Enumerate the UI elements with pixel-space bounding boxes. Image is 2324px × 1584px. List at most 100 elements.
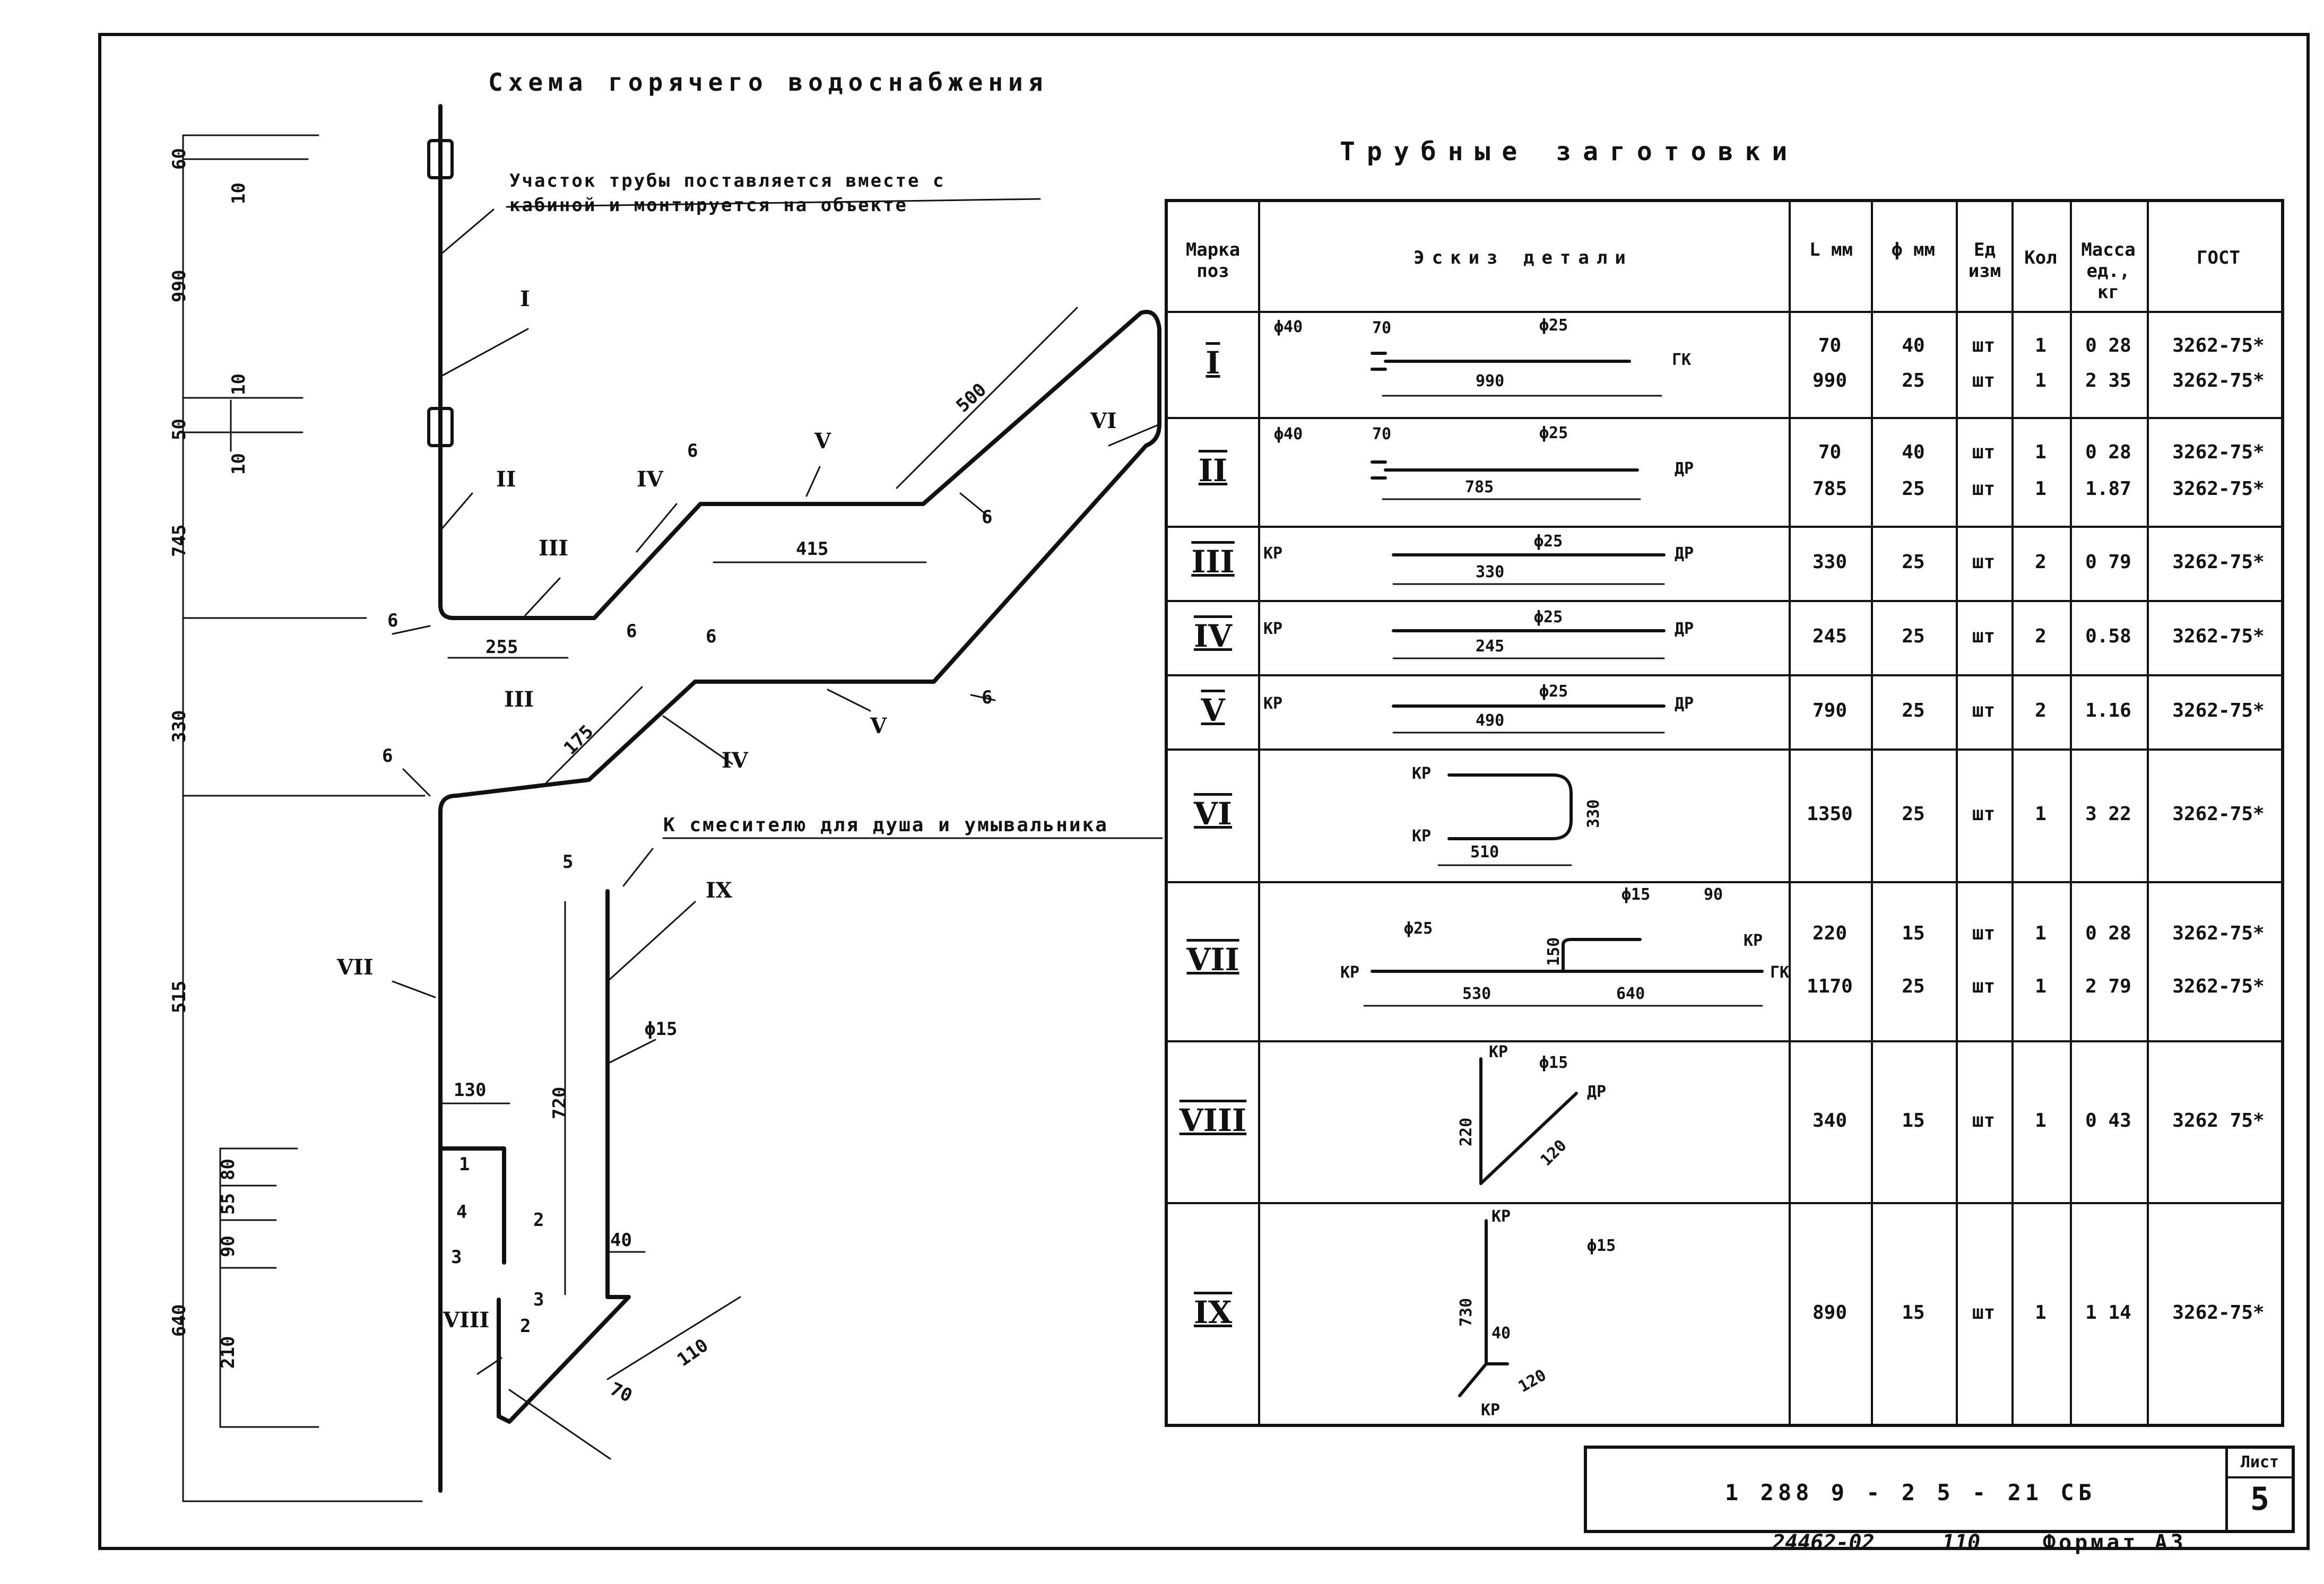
drawing-frame (98, 33, 2310, 1550)
dim-80: 80 (218, 1159, 239, 1180)
note-line-1: Участок трубы поставляется вместе с (509, 170, 946, 192)
cell-gost: 3262-75* (2172, 1302, 2265, 1324)
cell-q: 2 (2035, 551, 2046, 573)
sk-VII-e: КР (1744, 932, 1763, 950)
cell-u: шт (1972, 370, 1996, 392)
sk-II-a: ϕ40 (1274, 425, 1303, 443)
sheet-label: Лист (2228, 1449, 2292, 1478)
dim-130: 130 (454, 1080, 487, 1101)
cell-gost: 3262-75* (2172, 803, 2265, 825)
sk-VII-d: 150 (1545, 937, 1563, 966)
cell-m: 0 79 (2085, 551, 2131, 573)
table-title: Трубные заготовки (1340, 137, 1799, 167)
cell-m: 3 22 (2085, 803, 2131, 825)
sk-VII-g: ГК (1770, 963, 1790, 982)
header-mark: Марка поз (1185, 239, 1241, 282)
cell-u: шт (1972, 700, 1996, 721)
cell-q: 2 (2035, 700, 2046, 721)
cell-L: 330 (1812, 551, 1848, 573)
sk-VII-i: 640 (1616, 985, 1645, 1003)
cell-d: 25 (1902, 370, 1925, 392)
row-mark: VII (1186, 942, 1239, 978)
fitting-2-a: 2 (533, 1209, 544, 1231)
mixer-label: К смесителю для душа и умывальника (663, 814, 1108, 836)
cell-d: 25 (1902, 700, 1925, 721)
cell-u: шт (1972, 976, 1996, 997)
detail-sketches (1363, 352, 1764, 1397)
sk-VII-h: 530 (1462, 985, 1491, 1003)
sk-VI-a: КР (1412, 764, 1432, 783)
sk-VII-a: ϕ15 (1621, 885, 1651, 904)
cell-d: 40 (1902, 441, 1925, 464)
cell-L: 790 (1812, 700, 1848, 721)
dim-10b: 10 (228, 373, 249, 395)
cell-u: шт (1972, 1302, 1996, 1324)
sk-II-b: 70 (1372, 425, 1392, 443)
sk-IV-a: КР (1263, 620, 1283, 638)
sk-VIII-b: ϕ15 (1539, 1054, 1568, 1072)
sheet-number: 5 (2250, 1481, 2270, 1518)
phi15-label: ϕ15 (645, 1019, 678, 1040)
cell-d: 15 (1902, 1302, 1925, 1324)
cell-u: шт (1972, 922, 1996, 944)
sk-VIII-c: ДР (1587, 1083, 1607, 1101)
sk-II-c: ϕ25 (1539, 424, 1568, 442)
header-qty: Кол (2024, 247, 2057, 268)
header-gost: ГОСТ (2197, 247, 2240, 268)
row-mark: IX (1193, 1294, 1233, 1330)
sk-I-b: 70 (1372, 319, 1392, 337)
cell-L: 340 (1812, 1109, 1848, 1132)
sk-V-e: ДР (1675, 694, 1694, 713)
document-code: 1 288 9 - 2 5 - 21 СБ (1725, 1479, 2096, 1505)
sk-VII-b: 90 (1704, 885, 1723, 904)
cell-d: 40 (1902, 334, 1925, 356)
pos-II: II (496, 467, 516, 492)
sk-VIII-d: 220 (1457, 1117, 1476, 1146)
cell-d: 25 (1902, 625, 1925, 647)
dim-50: 50 (169, 419, 190, 440)
dim-990: 990 (169, 269, 190, 302)
cell-gost: 3262-75* (2172, 551, 2265, 573)
cell-gost: 3262-75* (2172, 625, 2265, 647)
sk-VII-f: КР (1340, 963, 1360, 982)
dim-90: 90 (218, 1235, 239, 1257)
sk-III-d: 330 (1476, 563, 1505, 581)
cell-L: 220 (1812, 922, 1848, 944)
cell-m: 0 28 (2085, 334, 2131, 356)
sk-II-e: ДР (1675, 459, 1694, 478)
cell-gost: 3262-75* (2172, 477, 2265, 500)
pos-IV-b: IV (722, 748, 748, 773)
cell-u: шт (1972, 334, 1996, 356)
pos-III-a: III (539, 536, 569, 561)
sk-IV-d: 245 (1476, 637, 1505, 656)
fitting-6-f: 6 (982, 687, 993, 708)
header-diameter: ϕ мм (1892, 239, 1935, 260)
sk-VI-d: 330 (1584, 799, 1603, 828)
sk-III-e: ДР (1675, 544, 1694, 563)
cell-gost: 3262-75* (2172, 922, 2265, 944)
dim-210: 210 (218, 1336, 239, 1369)
cell-q: 1 (2035, 976, 2046, 997)
row-mark: II (1198, 452, 1228, 489)
row-mark: VI (1193, 796, 1233, 832)
dim-255: 255 (485, 637, 518, 658)
header-sketch: Эскиз детали (1414, 247, 1633, 268)
row-mark: IV (1193, 618, 1233, 654)
dim-10c: 10 (228, 453, 249, 475)
cell-q: 2 (2035, 625, 2046, 647)
cell-m: 2 79 (2085, 976, 2131, 997)
sk-IX-d: 40 (1491, 1324, 1511, 1343)
dim-640: 640 (169, 1304, 190, 1337)
pos-IX: IX (706, 878, 732, 903)
note-line-2: кабиной и монтируется на объекте (509, 195, 908, 216)
sk-IX-c: 730 (1457, 1298, 1476, 1327)
cell-L: 990 (1812, 370, 1848, 392)
cell-gost: 3262 75* (2172, 1109, 2265, 1132)
cell-q: 1 (2035, 1109, 2046, 1132)
row-mark: I (1206, 345, 1220, 381)
sheet-number-box: Лист 5 (2225, 1449, 2292, 1530)
cell-d: 25 (1902, 976, 1925, 997)
cell-gost: 3262-75* (2172, 441, 2265, 464)
